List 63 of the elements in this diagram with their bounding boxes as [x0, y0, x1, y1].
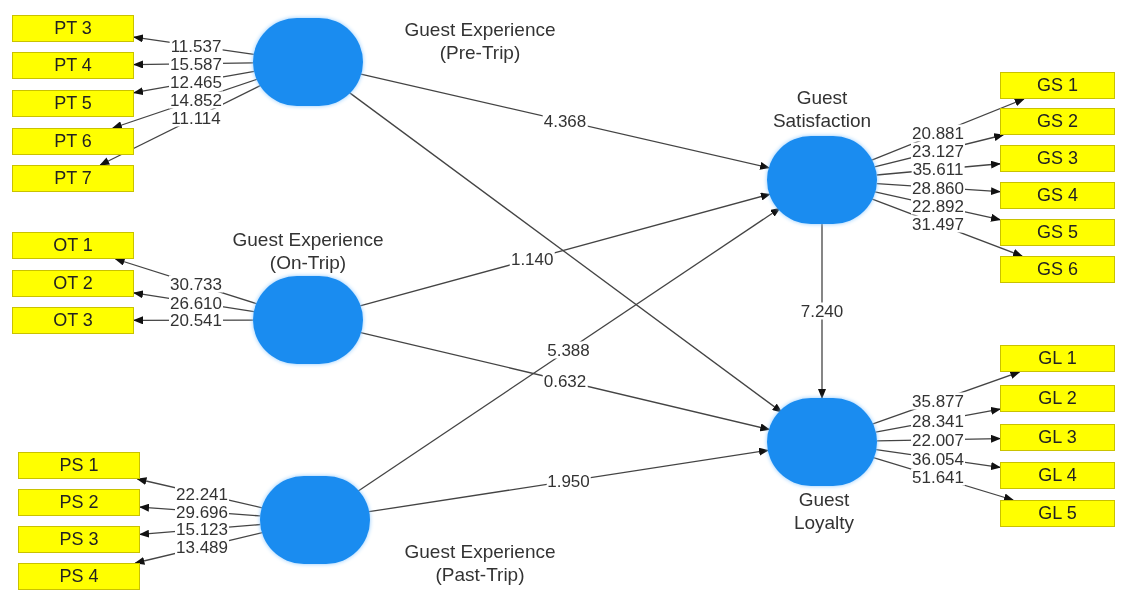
path-coefficient: 11.537 — [169, 37, 223, 55]
indicator-box: PT 3 — [12, 15, 134, 42]
indicator-box: GL 3 — [1000, 424, 1115, 451]
arrow — [359, 192, 771, 307]
indicator-box: GS 5 — [1000, 219, 1115, 246]
indicator-box: OT 1 — [12, 232, 134, 259]
path-coefficient: 51.641 — [911, 468, 965, 486]
path-coefficient: 28.341 — [911, 412, 965, 430]
arrow — [818, 223, 826, 399]
indicator-box: PT 7 — [12, 165, 134, 192]
indicator-box: GS 1 — [1000, 72, 1115, 99]
indicator-box: PT 5 — [12, 90, 134, 117]
path-coefficient: 35.611 — [911, 160, 965, 178]
path-coefficient: 28.860 — [911, 179, 965, 197]
construct-label: Guest Experience (Pre-Trip) — [403, 18, 557, 64]
path-coefficient: 1.950 — [546, 472, 591, 490]
path-coefficient: 22.241 — [175, 485, 229, 503]
path-coefficient: 30.733 — [169, 276, 223, 293]
indicator-box: GS 4 — [1000, 182, 1115, 209]
indicator-box: GL 1 — [1000, 345, 1115, 372]
indicator-box: GS 2 — [1000, 108, 1115, 135]
path-coefficient: 36.054 — [911, 450, 965, 467]
indicator-box: GL 2 — [1000, 385, 1115, 412]
path-coefficient: 4.368 — [542, 112, 588, 130]
indicator-box: GL 4 — [1000, 462, 1115, 489]
path-coefficient: 20.541 — [169, 311, 223, 329]
indicator-box: GS 6 — [1000, 256, 1115, 283]
indicator-box: GL 5 — [1000, 500, 1115, 527]
indicator-box: GS 3 — [1000, 145, 1115, 172]
construct-label: Guest Experience (Past-Trip) — [403, 540, 557, 586]
path-coefficient: 5.388 — [546, 341, 591, 359]
arrow — [360, 73, 771, 170]
indicator-box: PS 4 — [18, 563, 140, 590]
path-coefficient: 15.123 — [175, 520, 229, 538]
path-coefficient: 15.587 — [169, 55, 223, 73]
path-coefficient: 23.127 — [911, 142, 965, 160]
indicator-box: PS 1 — [18, 452, 140, 479]
arrow — [368, 447, 769, 513]
arrow — [360, 331, 771, 432]
path-coefficient: 12.465 — [169, 73, 223, 91]
path-coefficient: 22.892 — [911, 197, 965, 215]
path-coefficient: 1.140 — [509, 250, 555, 268]
construct-label: Guest Satisfaction — [771, 86, 873, 132]
construct-label: Guest Experience (On-Trip) — [231, 228, 385, 274]
indicator-box: PT 4 — [12, 52, 134, 79]
path-coefficient: 11.114 — [170, 109, 222, 126]
path-coefficient: 31.497 — [911, 215, 965, 233]
path-coefficient: 13.489 — [175, 538, 229, 556]
path-coefficient: 7.240 — [799, 302, 845, 320]
indicator-box: OT 2 — [12, 270, 134, 297]
path-coefficient: 26.610 — [169, 294, 223, 312]
path-coefficient: 29.696 — [175, 503, 229, 521]
indicator-box: PS 3 — [18, 526, 140, 553]
indicator-box: PS 2 — [18, 489, 140, 516]
indicator-box: OT 3 — [12, 307, 134, 334]
path-coefficient: 22.007 — [911, 431, 965, 449]
path-coefficient: 0.632 — [542, 372, 588, 390]
arrow — [356, 207, 781, 493]
path-coefficient: 14.852 — [169, 91, 223, 109]
path-coefficient: 20.881 — [911, 124, 965, 142]
path-coefficient: 35.877 — [911, 392, 965, 410]
construct-label: Guest Loyalty — [792, 488, 856, 534]
indicator-box: PT 6 — [12, 128, 134, 155]
